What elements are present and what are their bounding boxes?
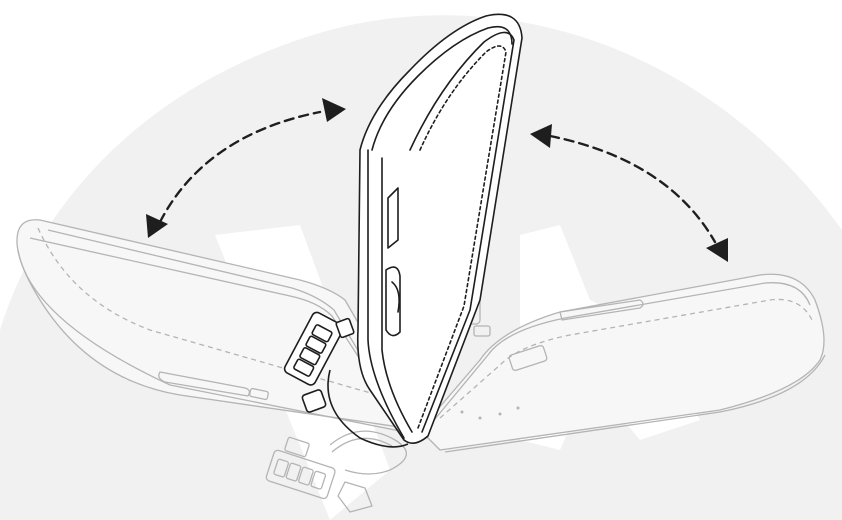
rotate-right-arrow-head-top [530, 124, 552, 148]
center-bank-port [385, 266, 401, 337]
left-bank-stitch [37, 227, 396, 401]
micro-usb-connector-icon [335, 317, 355, 339]
center-bank-slot [387, 187, 399, 249]
left-bank-inner [47, 229, 405, 429]
left-bank-side [17, 249, 406, 433]
usb-connector-icon [283, 311, 344, 386]
arrow-heads [146, 98, 728, 262]
right-bank-button [508, 344, 548, 372]
right-bank-edge [429, 282, 811, 426]
left-power-bank-faded [16, 219, 421, 433]
rotate-left-arrow-head-bottom [146, 214, 168, 238]
center-bank-side-inner [381, 157, 413, 433]
micro-usb-connector-icon [337, 481, 373, 513]
cable-icon [329, 430, 407, 475]
center-bank-side [367, 149, 405, 439]
micro-usb-connector-icon [301, 389, 327, 413]
left-bank-button [249, 387, 269, 401]
right-bank-outer [419, 273, 825, 451]
rotate-right-arrow-head-bottom [706, 238, 728, 262]
left-bank-edge [29, 237, 403, 425]
usb-connector-icon [265, 449, 336, 500]
rotate-left-arrow-head-top [322, 98, 346, 122]
center-bank-front-edge [409, 31, 515, 433]
center-usb-connector [283, 311, 409, 448]
rotate-left-arrow-icon [158, 110, 322, 224]
cable-icon [327, 369, 409, 448]
center-bank-stitch [417, 45, 507, 429]
right-bank-slot [559, 299, 644, 321]
rotation-arrows [158, 110, 717, 244]
micro-usb-connector-icon [284, 436, 310, 458]
left-bank-slot [158, 371, 251, 397]
left-bank-outer [16, 219, 421, 431]
center-bank-inner [371, 25, 513, 151]
rotate-right-arrow-icon [548, 134, 717, 244]
center-bank-outer [356, 13, 523, 444]
center-power-bank [356, 13, 523, 444]
micro-usb-connector-icon [473, 325, 491, 337]
right-bank-side [444, 354, 826, 453]
center-bank-strap [391, 281, 400, 313]
